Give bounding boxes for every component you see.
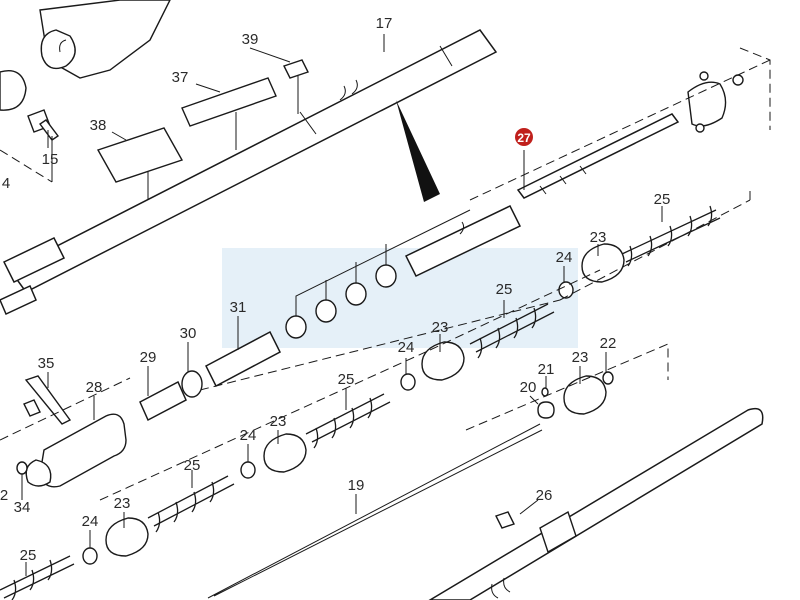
label-39 (283, 59, 309, 79)
spring-25-e (0, 555, 75, 600)
ring-24-c (240, 461, 256, 479)
callout-2: 2 (0, 487, 8, 504)
spring-25-a (621, 205, 721, 267)
lower-tube (428, 407, 764, 600)
spring-25-c (305, 393, 391, 449)
callout-38: 38 (90, 117, 107, 134)
ring-24-a (558, 281, 574, 299)
callout-25-a: 25 (654, 191, 671, 208)
tube-31 (205, 330, 281, 388)
callout-25-b: 25 (496, 281, 513, 298)
pin-21 (541, 387, 549, 397)
callout-25-d: 25 (184, 457, 201, 474)
callout-4: 4 (2, 175, 10, 192)
ring-24-d (82, 547, 98, 565)
clamp-26 (539, 510, 577, 554)
callout-23-e: 23 (114, 495, 131, 512)
callout-26: 26 (536, 487, 553, 504)
sleeve-23-c (563, 375, 607, 415)
callout-35: 35 (38, 355, 55, 372)
callout-20: 20 (520, 379, 537, 396)
callout-39: 39 (242, 31, 259, 48)
sleeve-29 (139, 380, 187, 422)
decal-38 (96, 127, 184, 183)
main-tube-17 (0, 29, 498, 316)
callout-19: 19 (348, 477, 365, 494)
callout-28: 28 (86, 379, 103, 396)
ring-24-b (400, 373, 416, 391)
engine-housing (0, 0, 171, 111)
shaft-coupler (687, 71, 744, 133)
callout-21: 21 (538, 361, 555, 378)
cable-19 (207, 423, 543, 599)
callout-23-c: 23 (572, 349, 589, 366)
pointer-wedge (396, 100, 440, 202)
washer-34 (16, 461, 28, 475)
ring-22 (602, 371, 614, 385)
callout-24-b: 24 (398, 339, 415, 356)
bushing-20 (537, 401, 555, 419)
callout-24-c: 24 (240, 427, 257, 444)
callout-15: 15 (42, 151, 59, 168)
callout-27-badge (515, 128, 533, 146)
callout-29: 29 (140, 349, 157, 366)
callout-34: 34 (14, 499, 31, 516)
callout-37: 37 (172, 69, 189, 86)
callout-23-b: 23 (432, 319, 449, 336)
callout-31: 31 (230, 299, 247, 316)
callout-25-c: 25 (338, 371, 355, 388)
callout-30: 30 (180, 325, 197, 342)
callout-23-d: 23 (270, 413, 287, 430)
sleeve-23-a (581, 243, 625, 283)
callout-23-a: 23 (590, 229, 607, 246)
callout-24-a: 24 (556, 249, 573, 266)
callout-25-e: 25 (20, 547, 37, 564)
housing-28 (39, 413, 127, 488)
callout-24-d: 24 (82, 513, 99, 530)
drive-shaft-27 (516, 113, 680, 199)
washer-30 (181, 370, 203, 398)
bolt-35 (24, 375, 72, 425)
sleeve (404, 205, 522, 277)
sleeve-23-b (421, 341, 465, 381)
bushings-row (285, 264, 397, 339)
callout-22: 22 (600, 335, 617, 352)
spring-25-b (469, 303, 555, 359)
callout-17: 17 (376, 15, 393, 32)
callout-27: 27 (517, 131, 531, 145)
bolt-15 (27, 109, 60, 141)
sleeve-23-d (263, 433, 307, 473)
spring-25-d (147, 475, 235, 533)
decal-37 (181, 77, 277, 127)
sleeve-23-e (105, 517, 149, 557)
watermark (222, 248, 578, 348)
